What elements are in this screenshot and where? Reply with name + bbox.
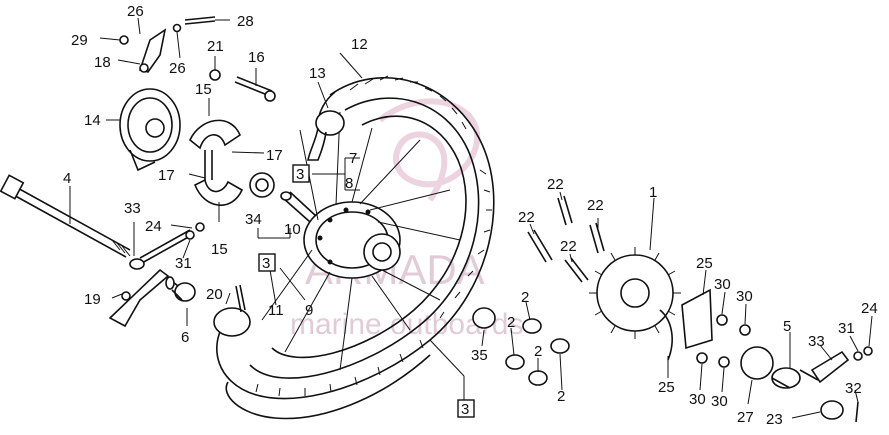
- callout-22c: 22: [587, 197, 604, 214]
- callout-8: 8: [345, 175, 353, 192]
- rear-tire: [216, 75, 495, 420]
- callout-9: 9: [305, 302, 313, 319]
- torque-link: [108, 268, 170, 328]
- callout-7: 7: [349, 150, 357, 167]
- boxed-callout-3-middle: 3: [258, 253, 276, 272]
- callout-19: 19: [84, 291, 101, 308]
- callout-25a: 25: [696, 255, 713, 272]
- callout-30a: 30: [714, 276, 731, 293]
- callout-12: 12: [351, 36, 368, 53]
- callout-2c: 2: [534, 343, 542, 360]
- wheel-bearing: [249, 172, 317, 223]
- callout-32: 32: [845, 380, 862, 397]
- callout-26b: 26: [169, 60, 186, 77]
- brake-panel: [119, 88, 181, 172]
- callout-20: 20: [206, 286, 223, 303]
- callout-21: 21: [207, 38, 224, 55]
- callout-27: 27: [737, 409, 754, 426]
- callout-2d: 2: [557, 388, 565, 405]
- callouts: 1 2 2 2 2 3 3 3 4 5 6 7 8 9 10 11 12 13 …: [63, 3, 878, 428]
- rim-band: [213, 284, 251, 337]
- callout-34: 34: [245, 211, 262, 228]
- brake-cam: [209, 69, 276, 102]
- sprocket-collar: [771, 367, 819, 389]
- brake-shoes: [189, 119, 244, 206]
- callout-22b: 22: [518, 209, 535, 226]
- callout-16: 16: [248, 49, 265, 66]
- callout-10: 10: [284, 221, 301, 238]
- callout-35: 35: [471, 347, 488, 364]
- svg-text:3: 3: [262, 255, 270, 272]
- svg-text:3: 3: [296, 166, 304, 183]
- circlip: [740, 346, 774, 380]
- callout-2b: 2: [507, 314, 515, 331]
- callout-13: 13: [309, 65, 326, 82]
- callout-4: 4: [63, 170, 71, 187]
- callout-18: 18: [94, 54, 111, 71]
- callout-22d: 22: [560, 238, 577, 255]
- inner-tube: [307, 110, 345, 161]
- axle-nut: [820, 400, 859, 423]
- sprocket-studs: [527, 195, 605, 283]
- callout-30d: 30: [711, 393, 728, 410]
- callout-30b: 30: [736, 288, 753, 305]
- chain-adjuster: [810, 346, 873, 384]
- callout-22a: 22: [547, 176, 564, 193]
- callout-28: 28: [237, 13, 254, 30]
- callout-17b: 17: [158, 167, 175, 184]
- callout-24b: 24: [861, 300, 878, 317]
- callout-29: 29: [71, 32, 88, 49]
- callout-1: 1: [649, 184, 657, 201]
- callout-26a: 26: [127, 3, 144, 20]
- callout-31b: 31: [838, 320, 855, 337]
- callout-11: 11: [268, 302, 284, 319]
- callout-17a: 17: [266, 147, 283, 164]
- boxed-callout-3-lower: 3: [457, 399, 475, 418]
- callout-24a: 24: [145, 218, 162, 235]
- callout-15a: 15: [195, 81, 212, 98]
- callout-33b: 33: [808, 333, 825, 350]
- callout-5: 5: [783, 318, 791, 335]
- boxed-callout-3-upper: 3: [292, 164, 310, 183]
- callout-2a: 2: [521, 289, 529, 306]
- axle-collar: [165, 276, 196, 302]
- callout-33a: 33: [124, 200, 141, 217]
- watermark-swirl: [378, 98, 480, 202]
- callout-31a: 31: [175, 255, 192, 272]
- callout-25b: 25: [658, 379, 675, 396]
- sprocket-nuts: [696, 314, 751, 368]
- rear-axle: [0, 174, 131, 258]
- rear-sprocket: [589, 247, 681, 339]
- lock-plate: [659, 288, 713, 361]
- callout-6: 6: [181, 329, 189, 346]
- leader-lines: [69, 17, 873, 419]
- svg-text:3: 3: [461, 401, 469, 418]
- callout-14: 14: [84, 112, 101, 129]
- wheel-hub: [261, 111, 461, 371]
- callout-23: 23: [766, 411, 783, 428]
- hub-bearings: [472, 307, 570, 386]
- torque-bolt-left: [129, 222, 205, 270]
- callout-30c: 30: [689, 391, 706, 408]
- brake-arm: [119, 16, 216, 73]
- callout-15b: 15: [211, 241, 228, 258]
